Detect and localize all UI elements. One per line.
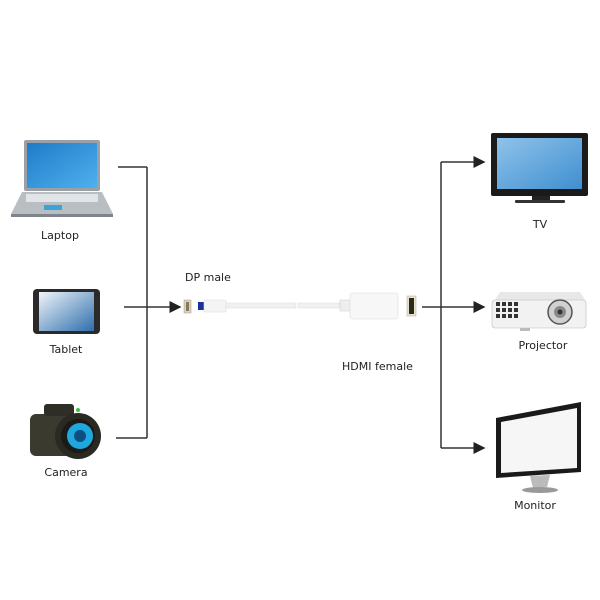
destination-label-tv: TV <box>532 218 548 231</box>
tv-icon <box>491 133 588 203</box>
dp-male-connector <box>183 299 227 314</box>
adapter-cable <box>225 292 399 320</box>
monitor-icon <box>496 402 581 493</box>
laptop-icon <box>11 140 113 217</box>
dp-male-label: DP male <box>185 271 231 284</box>
destination-label-monitor: Monitor <box>514 499 556 512</box>
destination-connector-lines <box>422 156 486 454</box>
destination-label-projector: Projector <box>518 339 568 352</box>
hdmi-female-port <box>406 295 417 317</box>
source-connector-lines <box>116 166 182 439</box>
tablet-icon <box>33 289 100 334</box>
source-label-camera: Camera <box>44 466 88 479</box>
source-label-laptop: Laptop <box>41 229 79 242</box>
projector-icon <box>491 292 587 331</box>
hdmi-female-label: HDMI female <box>342 360 413 373</box>
camera-icon <box>30 404 101 459</box>
source-label-tablet: Tablet <box>49 343 83 356</box>
